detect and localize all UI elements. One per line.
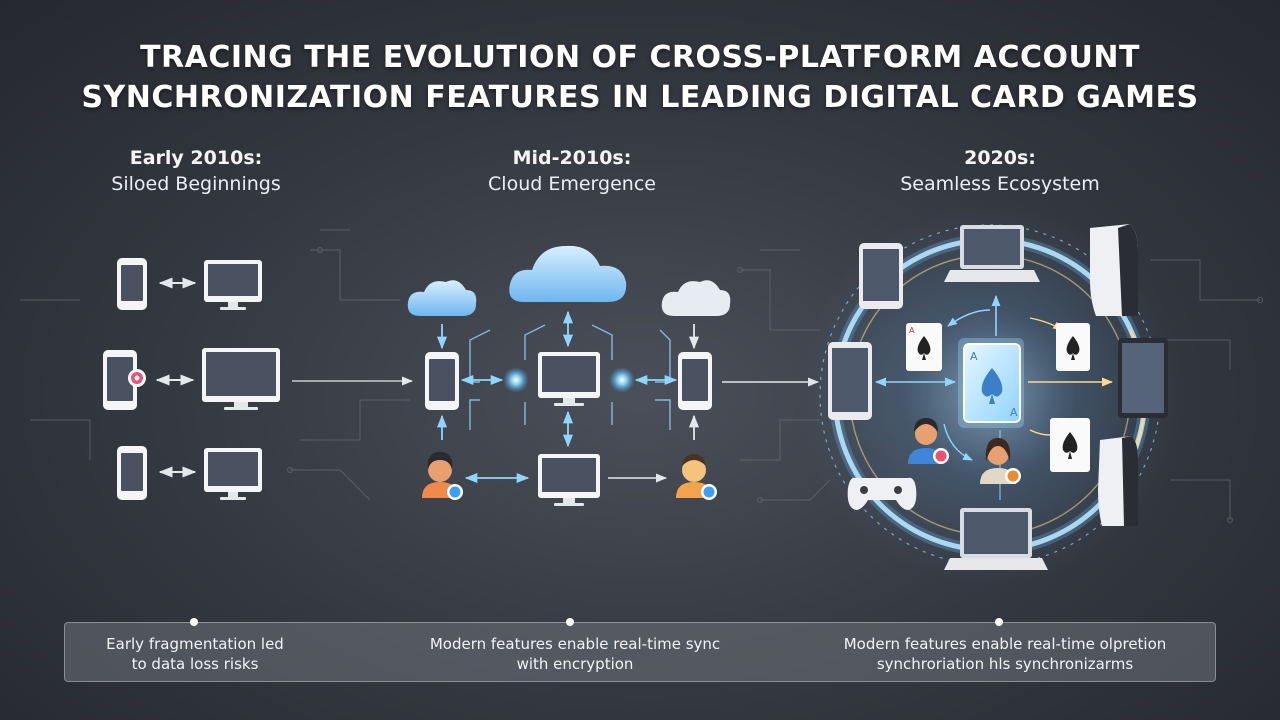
user-avatar-icon [980,438,1021,484]
user-avatar-icon [676,454,717,500]
phone-icon [678,352,712,410]
title-line-1: TRACING THE EVOLUTION OF CROSS-PLATFORM … [140,40,1140,75]
cloud-icon [509,245,627,302]
user-avatar-icon [422,452,463,500]
timeline-dot [190,618,198,626]
game-console-icon [1090,224,1138,316]
phone-icon [117,446,147,500]
circuit-background [20,229,1264,524]
timeline-dot [566,618,574,626]
era-subtitle: Siloed Beginnings [111,173,281,195]
era-year: Early 2010s: [129,147,263,169]
timeline-dot [995,618,1003,626]
caption-mid-2010s: Modern features enable real-time sync wi… [410,634,740,674]
playing-card-spade-icon: A [906,323,942,371]
phone-icon [425,352,459,410]
era-year: 2020s: [964,147,1036,169]
era1-siloed-group [103,258,280,500]
sync-node-icon [503,367,529,393]
cloud-icon [407,280,477,316]
era-heading-mid-2010s: Mid-2010s: Cloud Emergence [422,145,722,197]
svg-text:A: A [970,350,978,363]
phone-icon [117,258,147,310]
playing-card-spade-icon [1050,418,1090,472]
game-console-icon [1098,436,1138,526]
caption-line: synchroriation hls synchronizarms [876,655,1134,673]
monitor-icon [538,352,600,406]
era-subtitle: Seamless Ecosystem [900,173,1100,195]
era2-cloud-group [407,245,731,506]
caption-line: Modern features enable real-time olpreti… [843,635,1167,653]
user-avatar-icon [908,418,949,464]
monitor-icon [204,260,262,310]
caption-line: Early fragmentation led [106,635,284,653]
phone-icon [103,350,146,410]
playing-card-spade-icon [1056,323,1090,371]
tablet-icon [859,243,903,309]
title-line-2: SYNCHRONIZATION FEATURES IN LEADING DIGI… [81,80,1199,115]
era3-ecosystem-group: A A A [800,205,1180,585]
game-controller-icon [847,477,917,510]
era-heading-early-2010s: Early 2010s: Siloed Beginnings [46,145,346,197]
tablet-icon [828,342,872,420]
tablet-icon [1118,338,1168,418]
page-title: TRACING THE EVOLUTION OF CROSS-PLATFORM … [0,38,1280,118]
era-year: Mid-2010s: [512,147,632,169]
svg-text:A: A [909,326,915,335]
era-heading-2020s: 2020s: Seamless Ecosystem [850,145,1150,197]
monitor-icon [538,454,600,506]
svg-text:A: A [1010,406,1018,419]
caption-line: Modern features enable real-time sync [429,635,721,653]
caption-line: to data loss risks [131,655,259,673]
caption-2020s: Modern features enable real-time olpreti… [820,634,1190,674]
caption-bar [64,622,1216,682]
caption-line: with encryption [516,655,634,673]
monitor-icon [202,348,280,410]
monitor-icon [204,448,262,500]
laptop-icon [944,225,1040,282]
era-subtitle: Cloud Emergence [488,173,656,195]
caption-early-2010s: Early fragmentation led to data loss ris… [70,634,320,674]
laptop-icon [944,508,1048,570]
sync-node-icon [609,367,635,393]
playing-card-spade-icon: A A [958,338,1024,428]
cloud-icon [661,280,731,316]
